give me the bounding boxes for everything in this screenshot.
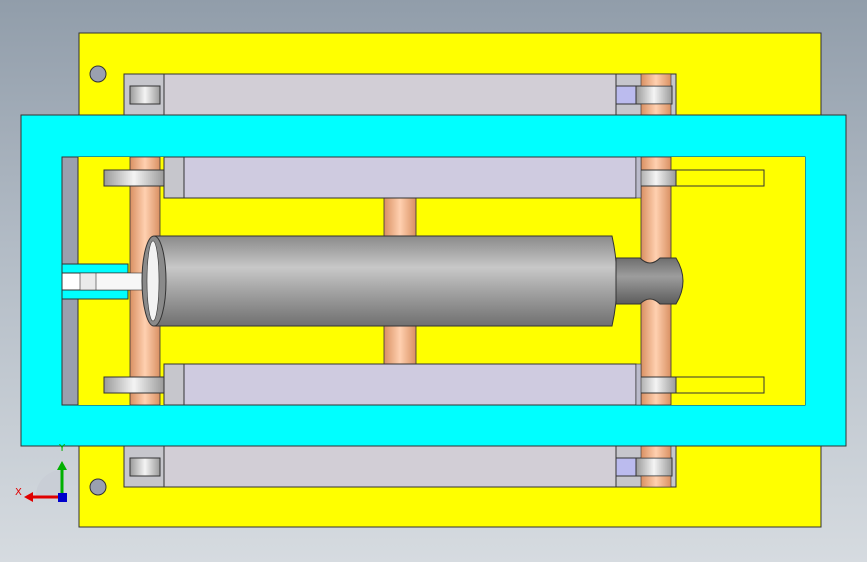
axis-y-label: Y <box>59 443 66 454</box>
mounting-hole-top <box>89 65 107 83</box>
lower-slider-bar[interactable] <box>103 363 765 406</box>
upper-slider-bar[interactable] <box>103 156 765 199</box>
mounting-hole-bottom <box>89 478 107 496</box>
axis-x-label: X <box>15 487 22 498</box>
axis-triad <box>24 461 67 502</box>
top-outer-rail[interactable] <box>123 73 677 116</box>
bottom-outer-rail[interactable] <box>123 445 677 488</box>
pneumatic-cylinder[interactable] <box>61 235 684 327</box>
